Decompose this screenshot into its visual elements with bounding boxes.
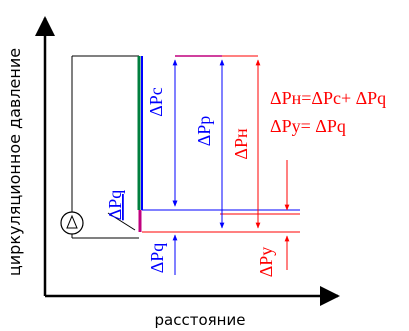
dpc-label: ΔPc (146, 87, 166, 117)
well-sketch (71, 55, 139, 239)
pump-triangle (66, 214, 78, 229)
dpq-bottom-label: ΔPq (147, 243, 167, 274)
formula-line-1: ΔPн=ΔPc+ ΔPq (270, 88, 386, 108)
dpy-label: ΔPy (256, 247, 276, 278)
dpp-label: ΔPp (194, 116, 214, 147)
dpq-left-label: ΔPq (105, 190, 125, 221)
x-axis-label: расстояние (155, 311, 246, 329)
formula-line-2: ΔPy= ΔPq (270, 116, 346, 136)
y-axis-label: циркуляционное давление (5, 48, 24, 276)
dph-label: ΔPн (231, 128, 251, 160)
